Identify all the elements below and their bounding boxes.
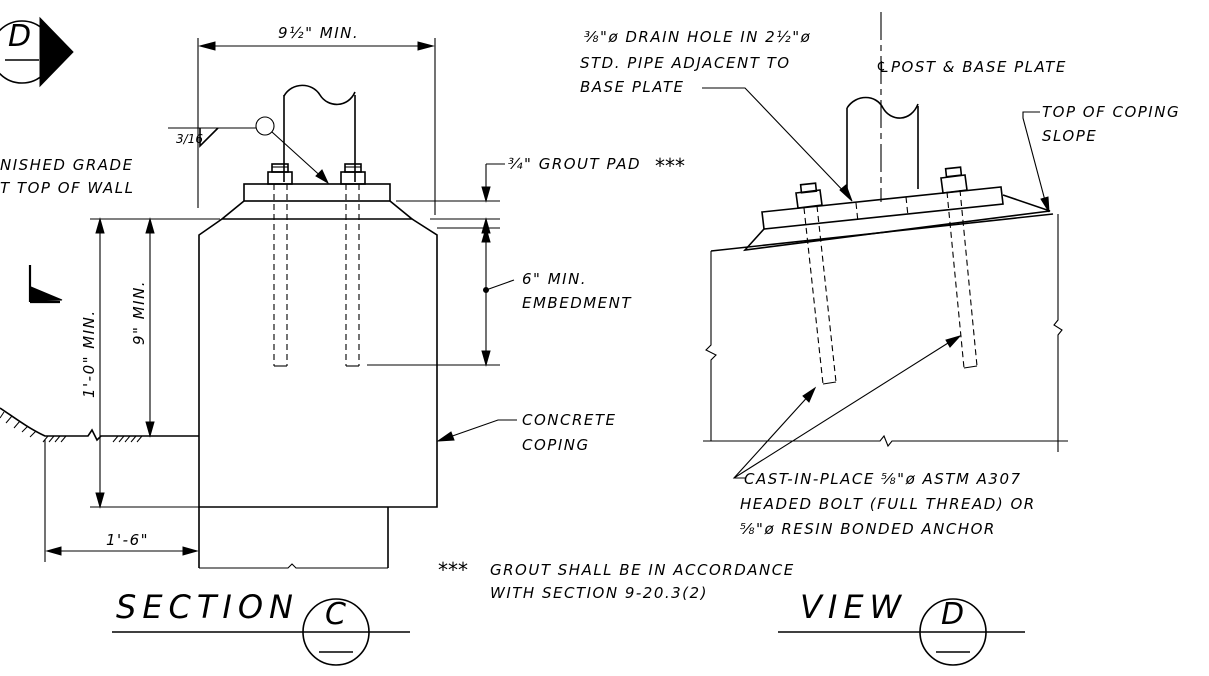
view-mark-text: D	[941, 597, 964, 632]
centerline-label: POST & BASE PLATE	[891, 58, 1067, 76]
ground-line	[0, 407, 199, 562]
view-title: VIEW D	[778, 588, 1025, 666]
weld-size-label: 3/16	[176, 132, 203, 146]
note-line-2: WITH SECTION 9-20.3(2)	[490, 584, 708, 602]
drain-hole-note: ⅜"ø DRAIN HOLE IN 2½"ø STD. PIPE ADJACEN…	[580, 28, 853, 202]
section-title: SECTION C	[112, 588, 410, 666]
drain-label-line-1: ⅜"ø DRAIN HOLE IN 2½"ø	[584, 28, 811, 46]
top-coping-label-line-2: SLOPE	[1042, 127, 1097, 145]
anchor-bolts-section	[273, 184, 360, 367]
base-plate	[243, 163, 391, 202]
view-coping-outline	[703, 213, 1068, 452]
centerline: ℄ POST & BASE PLATE	[876, 12, 1067, 202]
grout-note: *** GROUT SHALL BE IN ACCORDANCE WITH SE…	[438, 558, 795, 602]
grout-pad-stars: ***	[655, 154, 685, 178]
view-title-text: VIEW	[800, 588, 907, 626]
drain-label-line-2: STD. PIPE ADJACENT TO	[580, 54, 791, 72]
grout-pad-label: ¾" GROUT PAD	[508, 155, 641, 173]
width-dimension: 9½" MIN.	[197, 24, 436, 215]
anchor-bolts-view	[803, 189, 978, 385]
bolt-label-line-1: CAST-IN-PLACE ⅝"ø ASTM A307	[744, 470, 1022, 488]
offset-dimension: 1'-6"	[45, 531, 199, 556]
height-dimensions: 1'-0" MIN. 9" MIN.	[80, 217, 220, 509]
note-line-1: GROUT SHALL BE IN ACCORDANCE	[490, 561, 795, 579]
finished-grade-label-line-1: NISHED GRADE	[0, 156, 134, 174]
section-mark-text: C	[325, 597, 346, 632]
bolt-leader: CAST-IN-PLACE ⅝"ø ASTM A307 HEADED BOLT …	[732, 335, 1036, 538]
embedment-label-line-1: 6" MIN.	[522, 270, 587, 288]
finished-grade-label-line-2: T TOP OF WALL	[0, 179, 134, 197]
embedment-dimension: 6" MIN. EMBEDMENT	[367, 226, 632, 367]
view-base-plate	[742, 166, 1051, 252]
width-dim-label: 9½" MIN.	[278, 24, 359, 42]
embedment-label-line-2: EMBEDMENT	[522, 294, 632, 312]
section-c: D 9½" MIN. 3/16	[0, 16, 685, 666]
bolt-label-line-2: HEADED BOLT (FULL THREAD) OR	[740, 495, 1036, 513]
view-d: ⅜"ø DRAIN HOLE IN 2½"ø STD. PIPE ADJACEN…	[580, 12, 1180, 666]
finished-grade: NISHED GRADE T TOP OF WALL	[0, 156, 134, 304]
height-inner-label: 9" MIN.	[130, 280, 148, 345]
bolt-label-line-3: ⅝"ø RESIN BONDED ANCHOR	[740, 520, 996, 538]
concrete-coping-leader: CONCRETE COPING	[436, 411, 617, 454]
drain-label-line-3: BASE PLATE	[580, 78, 685, 96]
top-coping-label-line-1: TOP OF COPING	[1042, 103, 1180, 121]
coping-label-line-2: COPING	[522, 436, 590, 454]
view-post	[846, 96, 919, 196]
callout-mark-text: D	[8, 19, 31, 54]
concrete-coping-section	[198, 200, 438, 569]
section-title-text: SECTION	[116, 588, 299, 626]
view-d-callout-marker: D	[0, 16, 74, 88]
note-stars: ***	[438, 558, 468, 582]
grout-pad-dimension: ¾" GROUT PAD ***	[396, 154, 685, 236]
coping-label-line-1: CONCRETE	[522, 411, 617, 429]
height-outer-label: 1'-0" MIN.	[80, 309, 98, 398]
top-of-coping-leader: TOP OF COPING SLOPE	[1022, 103, 1180, 213]
offset-dim-label: 1'-6"	[106, 531, 149, 549]
weld-symbol: 3/16	[168, 116, 330, 185]
centerline-symbol: ℄	[876, 58, 889, 76]
